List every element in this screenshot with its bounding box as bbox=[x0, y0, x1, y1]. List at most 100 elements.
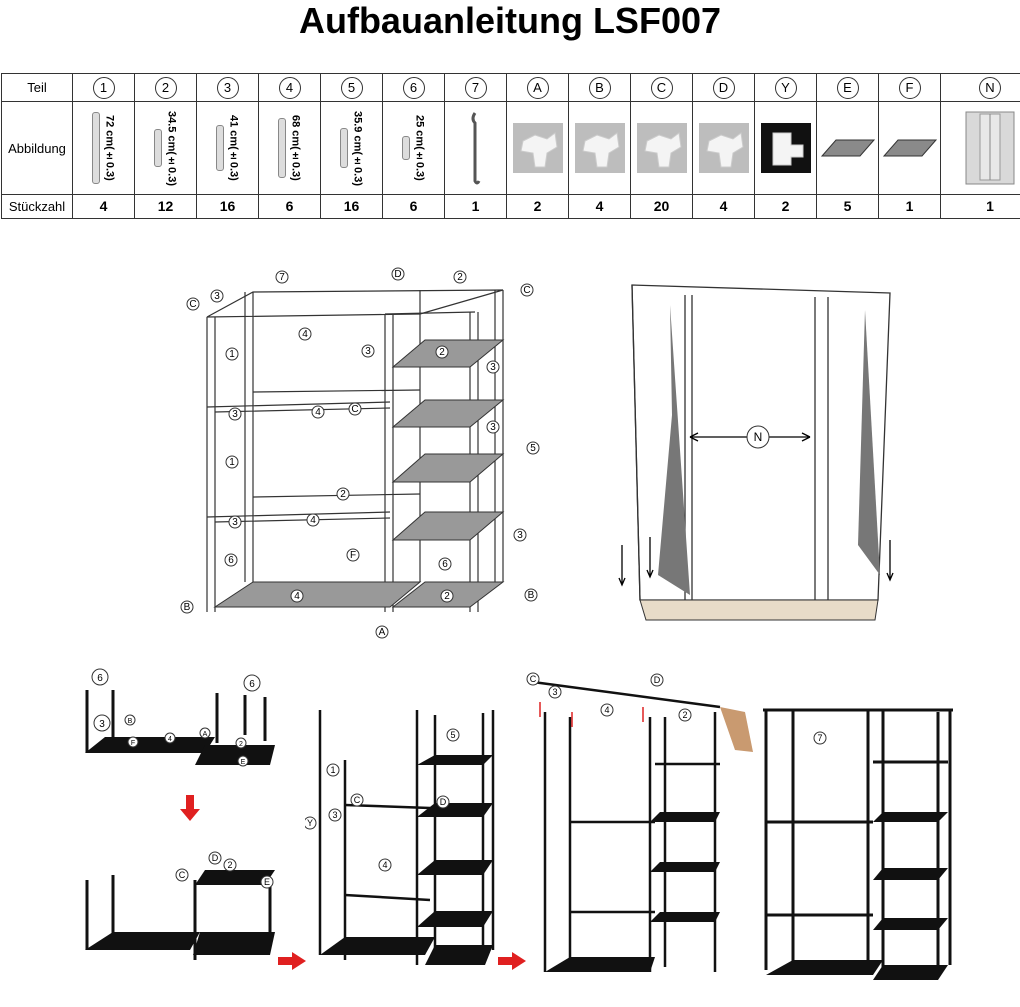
part-id-n: N bbox=[979, 76, 1001, 99]
part-image-cell: 35.9 cm(±0.3) bbox=[320, 101, 383, 195]
part-qty-b: 4 bbox=[568, 193, 631, 220]
part-id-4: 4 bbox=[278, 76, 301, 99]
part-image-cell bbox=[940, 101, 1020, 195]
part-image-cell bbox=[568, 101, 631, 195]
svg-text:2: 2 bbox=[682, 710, 687, 720]
part-qty-c: 20 bbox=[630, 193, 693, 220]
part-id-d: D bbox=[712, 76, 735, 99]
part-id-cell: N bbox=[940, 72, 1020, 103]
part-id-e: E bbox=[836, 76, 859, 99]
svg-text:4: 4 bbox=[382, 860, 387, 870]
svg-text:B: B bbox=[184, 602, 191, 613]
part-qty-f: 1 bbox=[878, 193, 941, 220]
svg-text:4: 4 bbox=[310, 515, 316, 526]
svg-text:C: C bbox=[179, 870, 186, 880]
rod-dimension: 68 cm(±0.3) bbox=[289, 115, 302, 181]
cover-label-n: N bbox=[746, 425, 770, 449]
row-label-part: Teil bbox=[1, 72, 73, 103]
step2-diagram: C D 2 E bbox=[85, 851, 275, 960]
hanging-rod-image bbox=[471, 112, 480, 185]
part-image-cell: 34.5 cm(±0.3) bbox=[134, 101, 197, 195]
part-id-cell: C bbox=[630, 72, 693, 103]
svg-text:D: D bbox=[212, 853, 219, 863]
part-id-c: C bbox=[650, 76, 673, 99]
part-qty-y: 2 bbox=[754, 193, 817, 220]
svg-text:7: 7 bbox=[279, 272, 285, 283]
svg-text:5: 5 bbox=[450, 730, 455, 740]
connector-c-image bbox=[636, 123, 687, 173]
part-id-cell: 4 bbox=[258, 72, 321, 103]
svg-text:A: A bbox=[379, 627, 386, 638]
svg-text:C: C bbox=[530, 674, 537, 684]
rod-1-image bbox=[91, 112, 100, 184]
part-image-cell bbox=[630, 101, 693, 195]
part-image-cell: 25 cm(±0.3) bbox=[382, 101, 445, 195]
svg-text:C: C bbox=[189, 299, 196, 310]
part-id-cell: 7 bbox=[444, 72, 507, 103]
svg-text:B: B bbox=[128, 718, 133, 725]
svg-text:2: 2 bbox=[227, 860, 232, 870]
connector-b-image bbox=[574, 123, 625, 173]
svg-text:D: D bbox=[394, 269, 401, 280]
svg-text:B: B bbox=[528, 590, 535, 601]
svg-text:C: C bbox=[523, 285, 530, 296]
rod-4-image bbox=[277, 118, 286, 178]
part-qty-e: 5 bbox=[816, 193, 879, 220]
svg-text:E: E bbox=[241, 759, 246, 766]
shelf-e-image bbox=[820, 139, 875, 157]
part-qty-n: 1 bbox=[940, 193, 1020, 220]
svg-text:1: 1 bbox=[330, 765, 335, 775]
part-qty-a: 2 bbox=[506, 193, 569, 220]
part-image-cell: 68 cm(±0.3) bbox=[258, 101, 321, 195]
rod-5-image bbox=[339, 128, 348, 168]
part-id-cell: F bbox=[878, 72, 941, 103]
arrow-right-icon bbox=[278, 952, 306, 970]
svg-text:3: 3 bbox=[517, 530, 523, 541]
svg-text:4: 4 bbox=[294, 591, 300, 602]
svg-text:3: 3 bbox=[490, 422, 496, 433]
step5-diagram: 7 bbox=[763, 708, 953, 980]
svg-text:3: 3 bbox=[332, 810, 337, 820]
part-image-cell bbox=[754, 101, 817, 195]
svg-text:Y: Y bbox=[307, 818, 313, 828]
shelf-f-image bbox=[882, 139, 937, 157]
step3-diagram: 5 C 1 Y 3 4 D bbox=[305, 710, 495, 965]
part-id-cell: 1 bbox=[72, 72, 135, 103]
svg-text:1: 1 bbox=[229, 349, 235, 360]
svg-text:2: 2 bbox=[439, 347, 445, 358]
part-id-y: Y bbox=[774, 76, 797, 99]
svg-text:4: 4 bbox=[302, 329, 308, 340]
svg-text:F: F bbox=[350, 550, 356, 561]
rod-dimension: 35.9 cm(±0.3) bbox=[351, 110, 364, 186]
rod-dimension: 25 cm(±0.3) bbox=[413, 115, 426, 181]
connector-y-image bbox=[760, 123, 811, 173]
part-id-cell: 6 bbox=[382, 72, 445, 103]
frame-assembly-diagram: C 3 7 D 2 C 4 1 3 2 4 3 C 3 1 5 3 2 4 3 … bbox=[180, 267, 540, 639]
svg-text:6: 6 bbox=[249, 679, 255, 690]
svg-text:3: 3 bbox=[552, 687, 557, 697]
part-id-a: A bbox=[526, 76, 549, 99]
rod-dimension: 72 cm(±0.3) bbox=[103, 115, 116, 181]
part-image-cell bbox=[506, 101, 569, 195]
part-id-1: 1 bbox=[92, 76, 115, 99]
svg-text:A: A bbox=[203, 731, 208, 738]
arrow-right-icon bbox=[498, 952, 526, 970]
part-id-cell: A bbox=[506, 72, 569, 103]
svg-text:E: E bbox=[264, 877, 270, 887]
part-id-b: B bbox=[588, 76, 611, 99]
part-id-2: 2 bbox=[154, 76, 177, 99]
part-id-f: F bbox=[898, 76, 921, 99]
part-id-cell: Y bbox=[754, 72, 817, 103]
svg-text:2: 2 bbox=[444, 591, 450, 602]
svg-text:F: F bbox=[131, 740, 135, 747]
part-image-cell bbox=[878, 101, 941, 195]
part-qty-3: 16 bbox=[196, 193, 259, 220]
part-image-cell: 41 cm(±0.3) bbox=[196, 101, 259, 195]
svg-text:4: 4 bbox=[604, 705, 609, 715]
svg-text:6: 6 bbox=[228, 555, 234, 566]
connector-d-image bbox=[698, 123, 749, 173]
rod-3-image bbox=[215, 125, 224, 171]
frame-label-c1: C bbox=[186, 297, 200, 311]
part-id-6: 6 bbox=[402, 76, 425, 99]
